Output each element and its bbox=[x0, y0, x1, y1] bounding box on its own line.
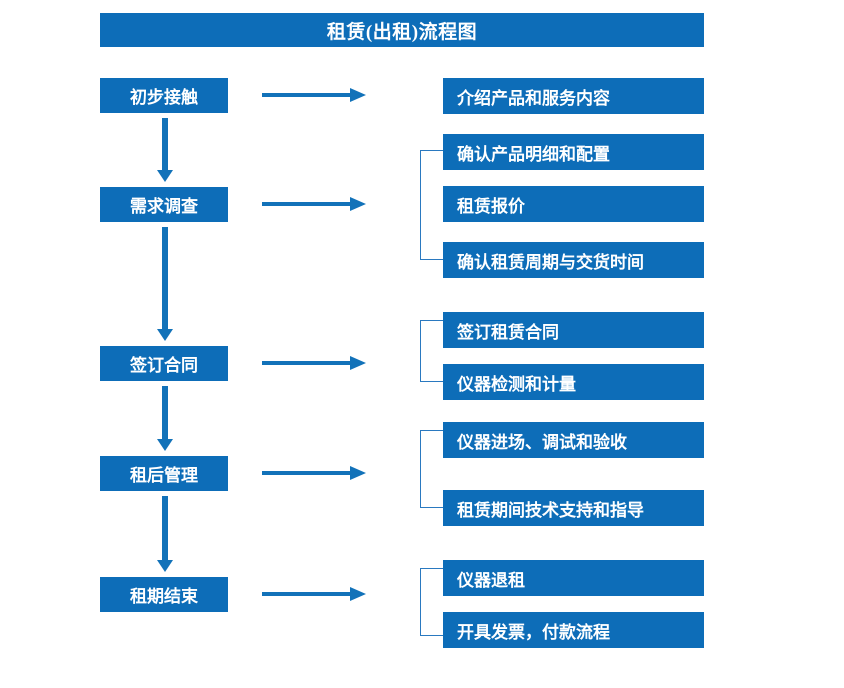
horizontal-arrow-3 bbox=[262, 356, 366, 370]
stage-box-2[interactable]: 需求调查 bbox=[100, 187, 228, 222]
detail-box-1[interactable]: 介绍产品和服务内容 bbox=[443, 78, 704, 114]
detail-box-8[interactable]: 租赁期间技术支持和指导 bbox=[443, 490, 704, 526]
group-bracket-4 bbox=[420, 568, 443, 636]
detail-box-2[interactable]: 确认产品明细和配置 bbox=[443, 134, 704, 170]
vertical-arrow-2 bbox=[157, 227, 173, 341]
detail-box-4[interactable]: 确认租赁周期与交货时间 bbox=[443, 242, 704, 278]
page-title: 租赁(出租)流程图 bbox=[100, 13, 704, 47]
detail-box-5[interactable]: 签订租赁合同 bbox=[443, 312, 704, 348]
detail-box-3[interactable]: 租赁报价 bbox=[443, 186, 704, 222]
detail-box-10[interactable]: 开具发票，付款流程 bbox=[443, 612, 704, 648]
detail-box-7[interactable]: 仪器进场、调试和验收 bbox=[443, 422, 704, 458]
vertical-arrow-1 bbox=[157, 118, 173, 182]
group-bracket-2 bbox=[420, 320, 443, 382]
horizontal-arrow-1 bbox=[262, 88, 366, 102]
vertical-arrow-4 bbox=[157, 496, 173, 572]
detail-box-6[interactable]: 仪器检测和计量 bbox=[443, 364, 704, 400]
stage-box-1[interactable]: 初步接触 bbox=[100, 78, 228, 113]
horizontal-arrow-5 bbox=[262, 587, 366, 601]
stage-box-3[interactable]: 签订合同 bbox=[100, 346, 228, 381]
stage-box-4[interactable]: 租后管理 bbox=[100, 456, 228, 491]
horizontal-arrow-2 bbox=[262, 197, 366, 211]
horizontal-arrow-4 bbox=[262, 466, 366, 480]
detail-box-9[interactable]: 仪器退租 bbox=[443, 560, 704, 596]
group-bracket-1 bbox=[420, 150, 443, 260]
group-bracket-3 bbox=[420, 430, 443, 508]
stage-box-5[interactable]: 租期结束 bbox=[100, 577, 228, 612]
vertical-arrow-3 bbox=[157, 386, 173, 451]
